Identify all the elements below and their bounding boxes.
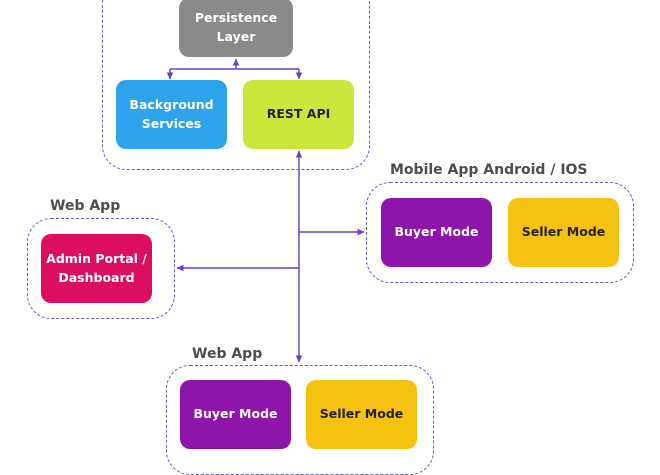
mobile-buyer-mode-node[interactable]: Buyer Mode [381, 198, 492, 267]
web-seller-mode-label: Seller Mode [319, 406, 404, 422]
background-services-node[interactable]: Background Services [116, 80, 227, 149]
admin-portal-label: Admin Portal / Dashboard [46, 251, 147, 285]
web-app-admin-title: Web App [50, 198, 121, 214]
admin-portal-node[interactable]: Admin Portal / Dashboard [41, 234, 152, 303]
mobile-buyer-mode-label: Buyer Mode [394, 224, 479, 240]
mobile-app-title: Mobile App Android / IOS [390, 162, 588, 178]
persistence-layer-label: Persistence Layer [194, 10, 278, 44]
mobile-seller-mode-node[interactable]: Seller Mode [508, 198, 619, 267]
web-buyer-mode-label: Buyer Mode [193, 406, 278, 422]
web-app-admin-group [27, 218, 175, 319]
web-buyer-mode-node[interactable]: Buyer Mode [180, 380, 291, 449]
backend-group [102, 0, 370, 170]
rest-api-label: REST API [266, 106, 331, 122]
mobile-app-group [366, 182, 634, 283]
background-services-label: Background Services [129, 97, 214, 131]
web-app-store-title: Web App [192, 346, 263, 362]
web-seller-mode-node[interactable]: Seller Mode [306, 380, 417, 449]
persistence-layer-node[interactable]: Persistence Layer [179, 0, 293, 57]
rest-api-node[interactable]: REST API [243, 80, 354, 149]
mobile-seller-mode-label: Seller Mode [521, 224, 606, 240]
